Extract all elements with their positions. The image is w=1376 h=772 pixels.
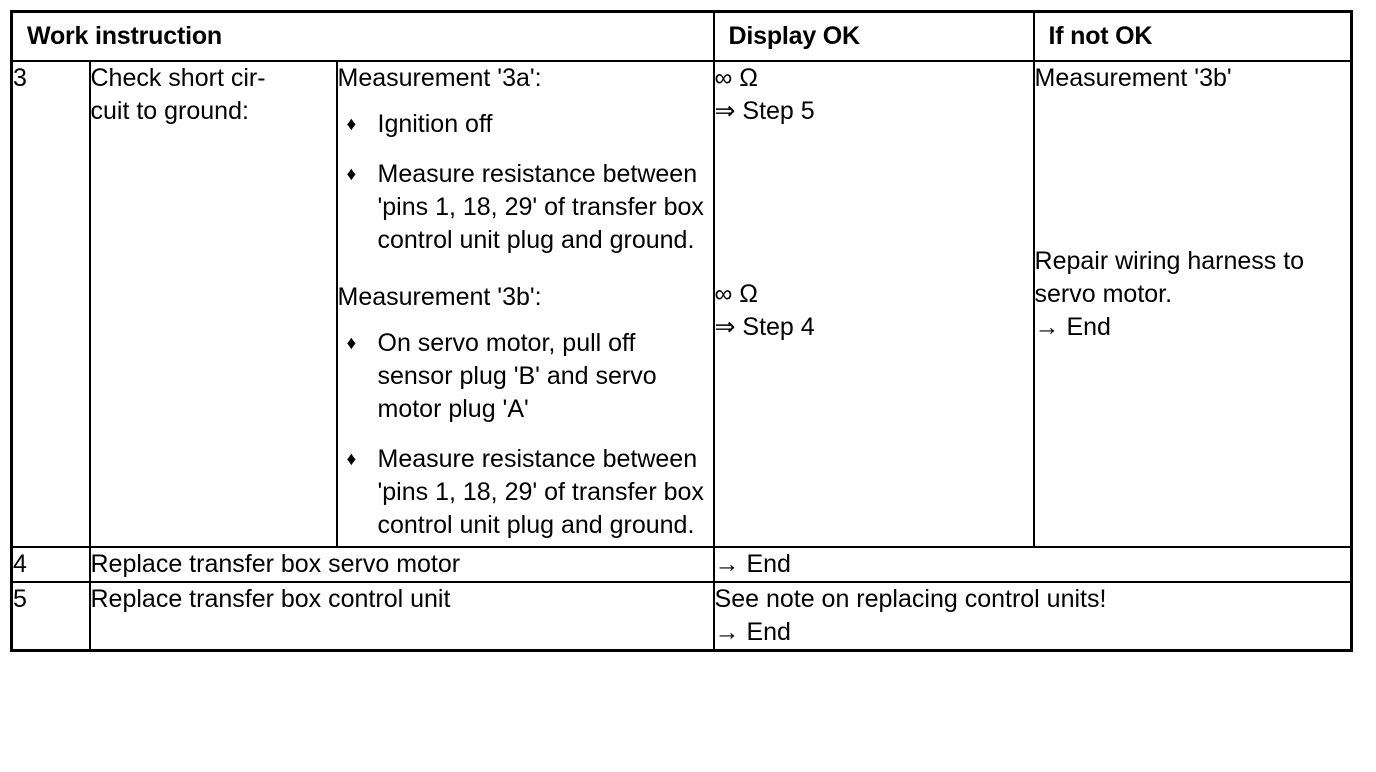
step-number: 4 bbox=[10, 546, 91, 583]
measurement-3b-title: Measurement '3b': bbox=[337, 283, 542, 311]
diamond-bullet-icon: ♦ bbox=[346, 449, 357, 470]
list-item: ♦ Measure resistance between 'pins 1, 18… bbox=[338, 443, 713, 542]
diamond-bullet-icon: ♦ bbox=[346, 333, 357, 354]
if-not-ok-3a-action: Measurement '3b' bbox=[1034, 64, 1232, 92]
step-4-result-line-1: → End bbox=[714, 550, 791, 578]
table-row-step-4: 4 Replace transfer box servo motor → End bbox=[10, 546, 1353, 583]
list-item: ♦ On servo motor, pull off sensor plug '… bbox=[338, 327, 713, 426]
measurement-3a-title: Measurement '3a': bbox=[337, 64, 542, 92]
if-not-ok-3b-action-line-1: Repair wiring harness to bbox=[1034, 247, 1305, 275]
step-3-if-not-ok-cell: Measurement '3b' Repair wiring harness t… bbox=[1032, 60, 1353, 548]
display-ok-3a-value: ∞ Ω bbox=[714, 64, 758, 92]
table-header-row: Work instruction Display OK If not OK bbox=[10, 10, 1353, 62]
step-4-result-cell: → End bbox=[712, 546, 1353, 583]
step-4-instruction: Replace transfer box servo motor bbox=[88, 546, 715, 583]
list-item: ♦ Ignition off bbox=[338, 108, 713, 141]
list-item-label: Ignition off bbox=[377, 110, 493, 138]
table-row-step-5: 5 Replace transfer box control unit See … bbox=[10, 581, 1353, 652]
step-5-result-cell: See note on replacing control units! → E… bbox=[712, 581, 1353, 652]
display-ok-spacer bbox=[715, 128, 1033, 278]
work-instruction-table: Work instruction Display OK If not OK 3 … bbox=[10, 10, 1354, 652]
diamond-bullet-icon: ♦ bbox=[346, 114, 357, 135]
list-item: ♦ Measure resistance between 'pins 1, 18… bbox=[338, 158, 713, 257]
step-5-result-note: See note on replacing control units! bbox=[714, 585, 1107, 613]
task-text-line-1: Check short cir- bbox=[90, 64, 266, 92]
measurement-3b-bullet-list: ♦ On servo motor, pull off sensor plug '… bbox=[338, 327, 713, 542]
list-item-label: On servo motor, pull off sensor plug 'B'… bbox=[377, 329, 657, 423]
step-3-measurement-cell: Measurement '3a': ♦ Ignition off ♦ Measu… bbox=[335, 60, 715, 548]
display-ok-3a-next-step: ⇒ Step 5 bbox=[714, 97, 815, 125]
if-not-ok-3b-action-line-2: servo motor. bbox=[1034, 280, 1173, 308]
column-header-work-instruction: Work instruction bbox=[10, 10, 715, 62]
column-header-display-ok: Display OK bbox=[712, 10, 1035, 62]
list-item-label: Measure resistance between 'pins 1, 18, … bbox=[377, 445, 704, 539]
if-not-ok-3b-end: → End bbox=[1034, 313, 1111, 341]
step-3-display-ok-cell: ∞ Ω ⇒ Step 5 ∞ Ω ⇒ Step 4 bbox=[712, 60, 1035, 548]
display-ok-3b-next-step: ⇒ Step 4 bbox=[714, 313, 815, 341]
display-ok-3b-value: ∞ Ω bbox=[714, 280, 758, 308]
list-item-label: Measure resistance between 'pins 1, 18, … bbox=[377, 160, 704, 254]
column-header-if-not-ok: If not OK bbox=[1032, 10, 1353, 62]
task-text-line-2: cuit to ground: bbox=[90, 97, 249, 125]
step-5-instruction: Replace transfer box control unit bbox=[88, 581, 715, 652]
step-5-result-end: → End bbox=[714, 618, 791, 646]
if-not-ok-spacer bbox=[1035, 95, 1351, 245]
step-number: 5 bbox=[10, 581, 91, 652]
table-row-step-3: 3 Check short cir- cuit to ground: Measu… bbox=[10, 60, 1353, 548]
step-3-task-cell: Check short cir- cuit to ground: bbox=[88, 60, 338, 548]
measurement-3a-bullet-list: ♦ Ignition off ♦ Measure resistance betw… bbox=[338, 108, 713, 257]
step-number: 3 bbox=[10, 60, 91, 548]
diamond-bullet-icon: ♦ bbox=[346, 164, 357, 185]
